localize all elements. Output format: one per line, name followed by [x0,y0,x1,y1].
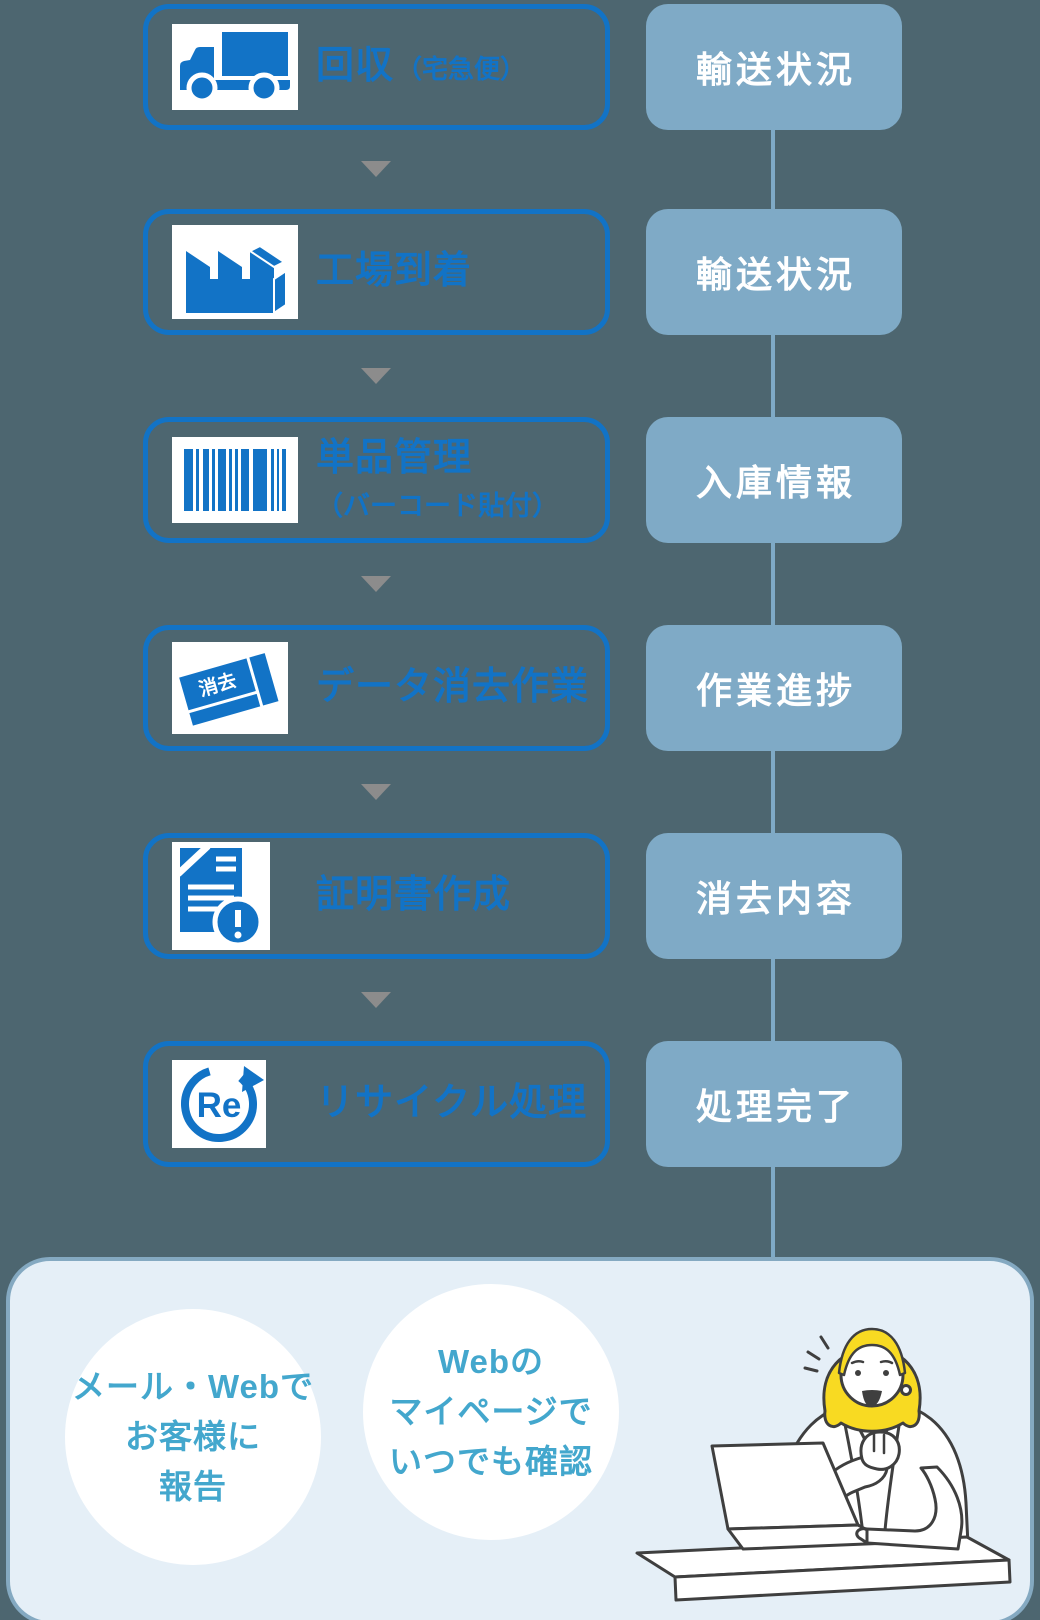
barcode-icon [172,437,298,523]
status-box-transport-2: 輸送状況 [646,209,902,335]
factory-icon [172,225,298,319]
step-box-item-management: 単品管理 （バーコード貼付） [143,417,610,543]
status-text: 輸送状況 [695,254,856,295]
step-box-certificate: 証明書作成 [143,833,610,959]
status-text: 処理完了 [695,1086,856,1127]
step-label: 証明書作成 [316,838,597,954]
step-label-text: リサイクル処理 [316,1082,588,1125]
flow-row-item-management: 単品管理 （バーコード貼付） 入庫情報 [0,417,1040,543]
down-arrow-icon [361,368,391,384]
badge-line: いつでも確認 [389,1443,593,1481]
status-box-warehouse-info: 入庫情報 [646,417,902,543]
woman-at-laptop-illustration [615,1271,1030,1616]
step-label-text: 回収 [316,45,395,88]
flow-row-data-erasure: 消去 データ消去作業 作業進捗 [0,625,1040,751]
status-text: 作業進捗 [695,670,856,711]
recycle-icon-text: Re [197,1086,242,1125]
step-label: リサイクル処理 [316,1046,597,1162]
flow-row-recycle: Re リサイクル処理 処理完了 [0,1041,1040,1167]
status-box-work-progress: 作業進捗 [646,625,902,751]
down-arrow-icon [361,992,391,1008]
eraser-icon: 消去 [172,642,288,734]
down-arrow-icon [361,784,391,800]
step-box-factory-arrival: 工場到着 [143,209,610,335]
step-label-text: 単品管理 [316,437,473,480]
badge-line: メール・Webで [71,1367,315,1405]
step-label-line2: （バーコード貼付） [316,490,559,521]
report-badge-mail-web: メール・Webで お客様に 報告 [65,1309,321,1565]
flow-row-certificate: 証明書作成 消去内容 [0,833,1040,959]
step-label: 工場到着 [316,214,597,330]
flow-row-factory-arrival: 工場到着 輸送状況 [0,209,1040,335]
step-box-data-erasure: 消去 データ消去作業 [143,625,610,751]
step-label: データ消去作業 [316,630,597,746]
status-box-transport-1: 輸送状況 [646,4,902,130]
step-label-text: 工場到着 [316,250,473,293]
down-arrow-icon [361,161,391,177]
down-arrow-icon [361,576,391,592]
step-label-suffix: （宅急便） [396,54,527,85]
badge-line: Webの [437,1342,545,1380]
step-box-collection: 回収 （宅急便） [143,4,610,130]
status-text: 輸送状況 [695,49,856,90]
flow-row-collection: 回収 （宅急便） 輸送状況 [0,4,1040,130]
step-box-recycle: Re リサイクル処理 [143,1041,610,1167]
badge-line: 報告 [159,1468,227,1506]
status-box-erasure-details: 消去内容 [646,833,902,959]
truck-icon [172,24,298,110]
step-label-text: データ消去作業 [316,666,590,709]
report-panel: メール・Webで お客様に 報告 Webの マイページで いつでも確認 [6,1257,1034,1620]
status-text: 入庫情報 [695,462,856,503]
status-text: 消去内容 [695,878,856,919]
status-box-process-complete: 処理完了 [646,1041,902,1167]
badge-line: マイページで [389,1392,593,1430]
report-badge-mypage: Webの マイページで いつでも確認 [363,1284,619,1540]
step-label-text: 証明書作成 [316,874,512,917]
certificate-icon [172,842,270,950]
step-label: 単品管理 （バーコード貼付） [316,422,597,538]
recycle-icon: Re [172,1060,266,1148]
step-label: 回収 （宅急便） [316,9,597,125]
badge-line: お客様に [125,1417,261,1455]
